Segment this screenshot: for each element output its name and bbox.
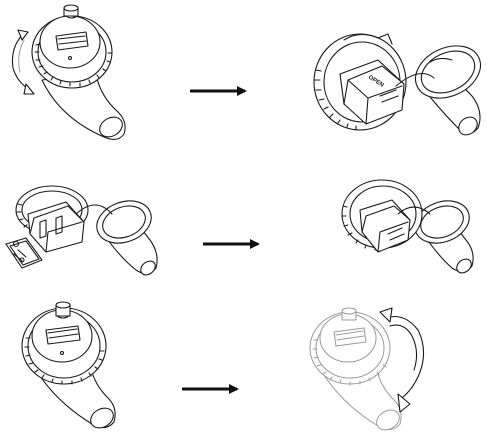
step-4-close-compartment — [341, 179, 474, 274]
step-2-sensor-opened: OPEN — [313, 33, 481, 136]
knurl-marks-4 — [341, 205, 376, 251]
step-3-remove-cover — [5, 185, 158, 276]
knurl-marks-5 — [24, 337, 105, 385]
rotate-clockwise-icon — [379, 307, 425, 413]
knurl-marks — [34, 43, 113, 87]
knurl-marks-2 — [314, 69, 357, 130]
rotate-counterclockwise-icon — [11, 29, 35, 95]
step-6-sensor-rotate-close — [309, 307, 425, 431]
knurl-marks-6 — [312, 339, 387, 386]
step-1-sensor-rotate-open — [11, 4, 126, 140]
step-5-cap-placed — [21, 301, 116, 429]
